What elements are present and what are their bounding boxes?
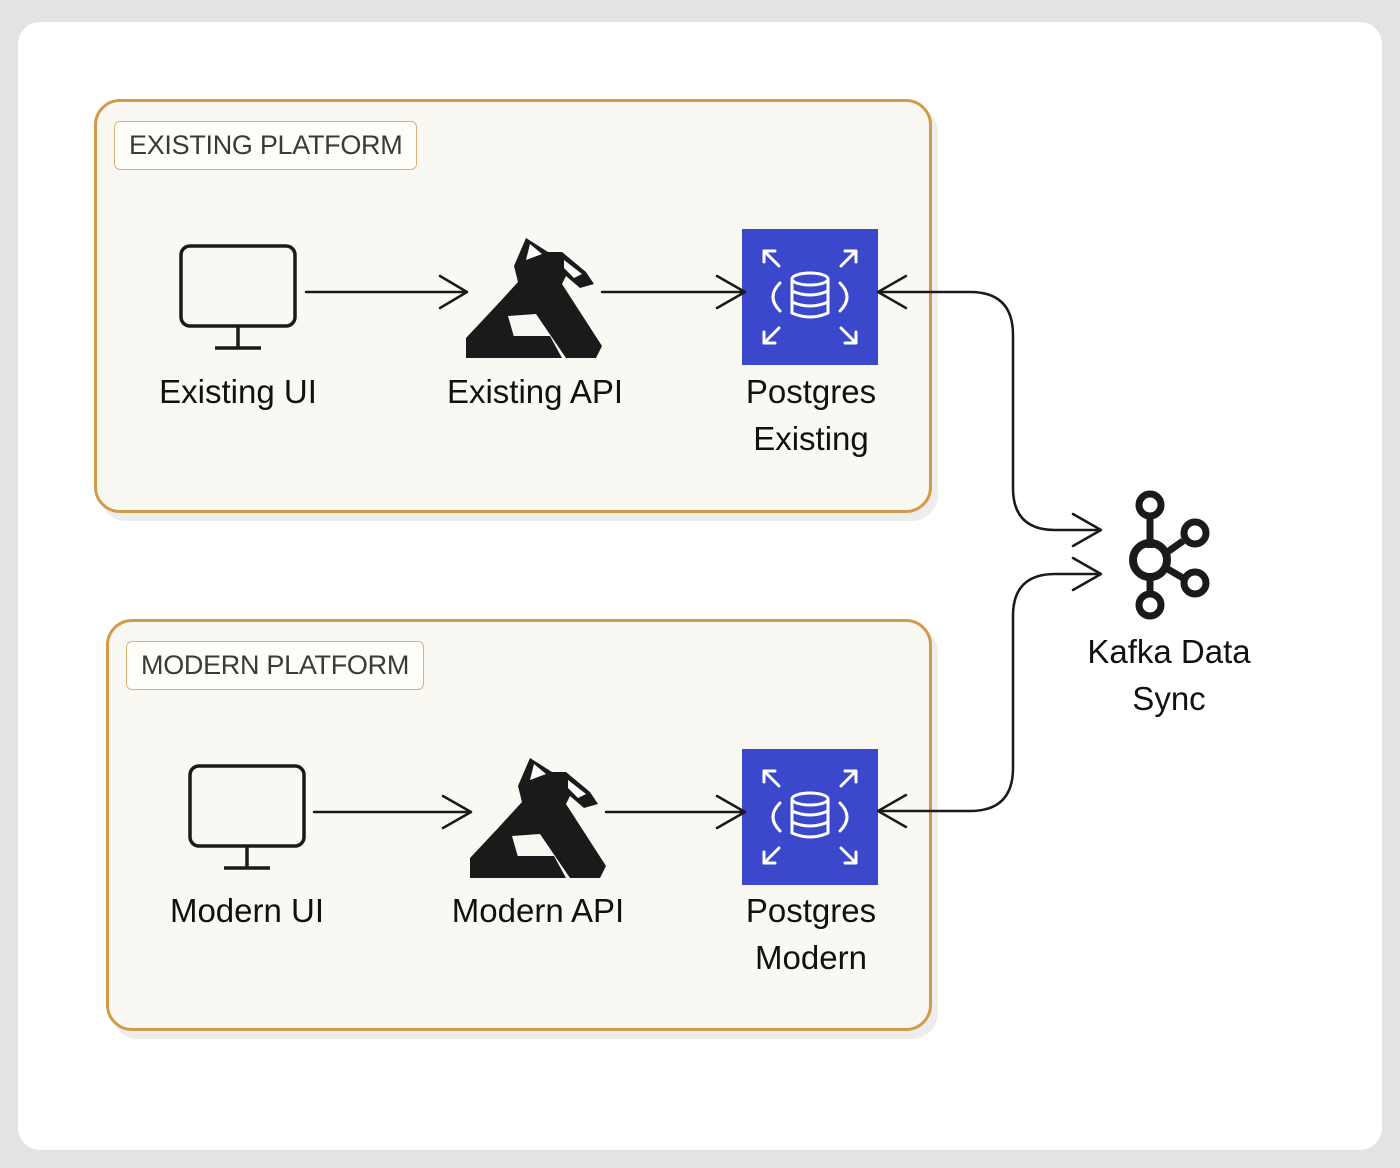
postgres-existing-label: Postgres Existing xyxy=(746,368,876,462)
modern-ui-monitor-icon xyxy=(188,764,306,870)
connector-existing-db-kafka xyxy=(878,290,1102,532)
arrowhead-into-kafka-top xyxy=(1071,512,1103,548)
arrow-modern-api-to-db xyxy=(604,794,747,830)
existing-platform-label: EXISTING PLATFORM xyxy=(114,121,418,170)
postgres-existing-database-icon xyxy=(740,227,880,367)
arrowhead-into-modern-db xyxy=(876,793,908,829)
postgres-modern-label: Postgres Modern xyxy=(746,887,876,981)
arrowhead-into-kafka-bottom xyxy=(1071,556,1103,592)
modern-platform-label: MODERN PLATFORM xyxy=(126,641,425,690)
kafka-label-line1: Kafka Data xyxy=(1087,633,1251,670)
kafka-label-line2: Sync xyxy=(1132,680,1206,717)
postgres-modern-label-line2: Modern xyxy=(755,939,867,976)
arrow-existing-api-to-db xyxy=(600,274,747,310)
existing-ui-label: Existing UI xyxy=(159,373,317,410)
connector-modern-db-kafka xyxy=(878,572,1102,813)
arrowhead-into-existing-db xyxy=(876,274,908,310)
kafka-data-sync-label: Kafka Data Sync xyxy=(1087,628,1250,722)
modern-ui-label: Modern UI xyxy=(169,892,325,929)
modern-api-gorilla-icon xyxy=(470,758,606,878)
existing-ui-monitor-icon xyxy=(179,244,297,350)
existing-api-gorilla-icon xyxy=(466,238,602,358)
kafka-icon xyxy=(1129,490,1210,620)
arrow-existing-ui-to-api xyxy=(304,274,469,310)
postgres-modern-database-icon xyxy=(740,747,880,887)
modern-api-label: Modern API xyxy=(451,892,625,929)
postgres-modern-label-line1: Postgres xyxy=(745,892,877,929)
arrow-modern-ui-to-api xyxy=(312,794,473,830)
postgres-existing-label-line1: Postgres xyxy=(745,373,877,410)
existing-api-label: Existing API xyxy=(446,373,624,410)
postgres-existing-label-line2: Existing xyxy=(753,420,869,457)
